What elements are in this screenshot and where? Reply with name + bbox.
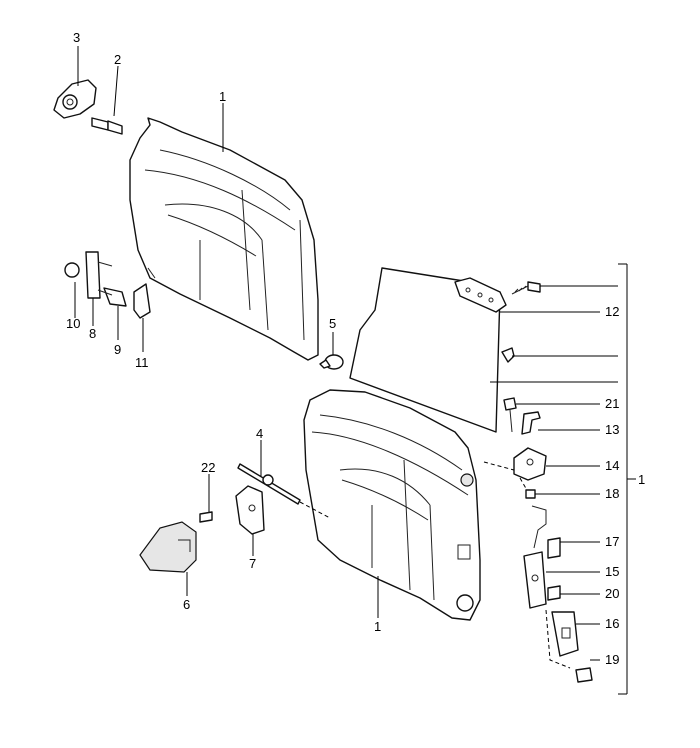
callout-22: 22	[201, 460, 215, 475]
callout-9: 9	[114, 342, 121, 357]
callout-10: 10	[66, 316, 80, 331]
callout-20: 20	[605, 586, 619, 601]
part-2-bolt	[91, 117, 123, 135]
part-22-screw	[199, 511, 213, 523]
leader-lines	[74, 46, 636, 695]
callout-5: 5	[329, 316, 336, 331]
hinge-group	[64, 251, 151, 319]
callout-3: 3	[73, 30, 80, 45]
right-hardware	[483, 397, 593, 683]
callout-7: 7	[249, 556, 256, 571]
callout-16: 16	[605, 616, 619, 631]
callout-8: 8	[89, 326, 96, 341]
callout-18: 18	[605, 486, 619, 501]
part-6-cover	[139, 521, 197, 573]
callout-13: 13	[605, 422, 619, 437]
callout-2: 2	[114, 52, 121, 67]
callout-12: 12	[605, 304, 619, 319]
part-5-plug	[319, 354, 344, 370]
callout-1-upper: 1	[219, 89, 226, 104]
part-12-handle	[454, 277, 507, 313]
lower-seat-back-cushion	[303, 389, 481, 621]
callouts: 3 2 1 10 8 9 11 5 4 22 7 6 1 12 21 13 14…	[66, 30, 645, 667]
callout-1-bracket: 1	[638, 472, 645, 487]
callout-21: 21	[605, 396, 619, 411]
callout-1-lower: 1	[374, 619, 381, 634]
callout-19: 19	[605, 652, 619, 667]
part-3-cap	[53, 79, 97, 119]
part-7-bracket	[235, 485, 265, 535]
callout-14: 14	[605, 458, 619, 473]
callout-11: 11	[135, 355, 149, 370]
screw-top-right	[511, 281, 541, 295]
upper-seat-back-cushion	[129, 117, 319, 361]
callout-17: 17	[605, 534, 619, 549]
callout-15: 15	[605, 564, 619, 579]
callout-6: 6	[183, 597, 190, 612]
clip-part	[501, 347, 515, 363]
callout-4: 4	[256, 426, 263, 441]
part-4-rod	[237, 463, 331, 519]
